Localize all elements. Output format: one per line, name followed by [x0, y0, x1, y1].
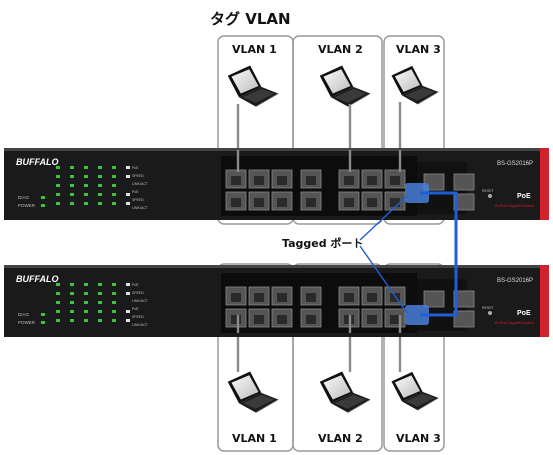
bottom-switch-model: BS-GS2016P — [497, 278, 533, 284]
bottom-led-label-3: LINK/ACT — [132, 299, 149, 303]
bottom-vlan2-box — [292, 263, 383, 452]
bottom-switch-diag: DIAG — [18, 312, 30, 317]
top-switch-model: BS-GS2016P — [497, 161, 533, 167]
top-tagged-port-highlight — [405, 183, 429, 203]
bottom-switch-poe: PoE — [517, 310, 531, 317]
bottom-led-label-1: PoE — [132, 283, 139, 287]
top-vlan1-laptop-icon — [227, 64, 279, 108]
top-vlan-groups — [217, 35, 445, 225]
top-led-label-4: PoE — [132, 190, 139, 194]
top-led-label-3: LINK/ACT — [132, 182, 149, 186]
bottom-switch-reset: RESET — [482, 306, 495, 310]
bottom-vlan1-label: VLAN 1 — [232, 432, 277, 445]
bottom-switch-subtitle: 16-Port Gigabit Switch — [494, 320, 534, 325]
top-switch-subtitle: 16-Port Gigabit Switch — [494, 203, 534, 208]
bottom-led-label-4: PoE — [132, 307, 139, 311]
bottom-vlan3-box — [383, 263, 445, 452]
top-switch: BUFFALO BS-GS2016P PoE 16-Port Gigabit S… — [4, 148, 549, 220]
top-vlan2-label: VLAN 2 — [318, 43, 363, 56]
callout-lines — [359, 195, 408, 314]
top-led-label-6: LINK/ACT — [132, 206, 149, 210]
top-switch-power: POWER — [18, 203, 36, 208]
top-switch-diag: DIAG — [18, 195, 30, 200]
top-vlan3-laptop-icon — [391, 65, 439, 105]
bottom-switch-power: POWER — [18, 320, 36, 325]
bottom-switch: BUFFALO BS-GS2016P PoE 16-Port Gigabit S… — [4, 265, 549, 337]
top-switch-brand: BUFFALO — [16, 157, 59, 167]
tagged-trunk-link — [420, 191, 458, 317]
bottom-switch-brand: BUFFALO — [16, 274, 59, 284]
tagged-port-label: Tagged ポート — [282, 236, 363, 250]
cable-plugs — [236, 150, 402, 333]
top-vlan3-label: VLAN 3 — [396, 43, 441, 56]
bottom-vlan2-label: VLAN 2 — [318, 432, 363, 445]
top-vlan1-label: VLAN 1 — [232, 43, 277, 56]
top-vlan3-box — [383, 35, 445, 225]
top-switch-reset: RESET — [482, 189, 495, 193]
top-led-label-2: SPEED — [132, 174, 144, 178]
bottom-tagged-port-highlight — [405, 305, 429, 325]
bottom-vlan3-laptop-icon — [391, 371, 439, 411]
top-led-label-1: PoE — [132, 166, 139, 170]
bottom-vlan1-laptop-icon — [227, 370, 279, 414]
diagram-title: タグ VLAN — [210, 10, 291, 28]
top-vlan2-box — [292, 35, 383, 225]
top-led-label-5: SPEED — [132, 198, 144, 202]
bottom-led-label-5: SPEED — [132, 315, 144, 319]
bottom-led-label-2: SPEED — [132, 291, 144, 295]
top-vlan2-laptop-icon — [319, 64, 371, 108]
bottom-vlan-groups — [217, 263, 445, 452]
bottom-vlan2-laptop-icon — [319, 370, 371, 414]
bottom-led-label-6: LINK/ACT — [132, 323, 149, 327]
bottom-vlan3-label: VLAN 3 — [396, 432, 441, 445]
top-switch-poe: PoE — [517, 193, 531, 200]
